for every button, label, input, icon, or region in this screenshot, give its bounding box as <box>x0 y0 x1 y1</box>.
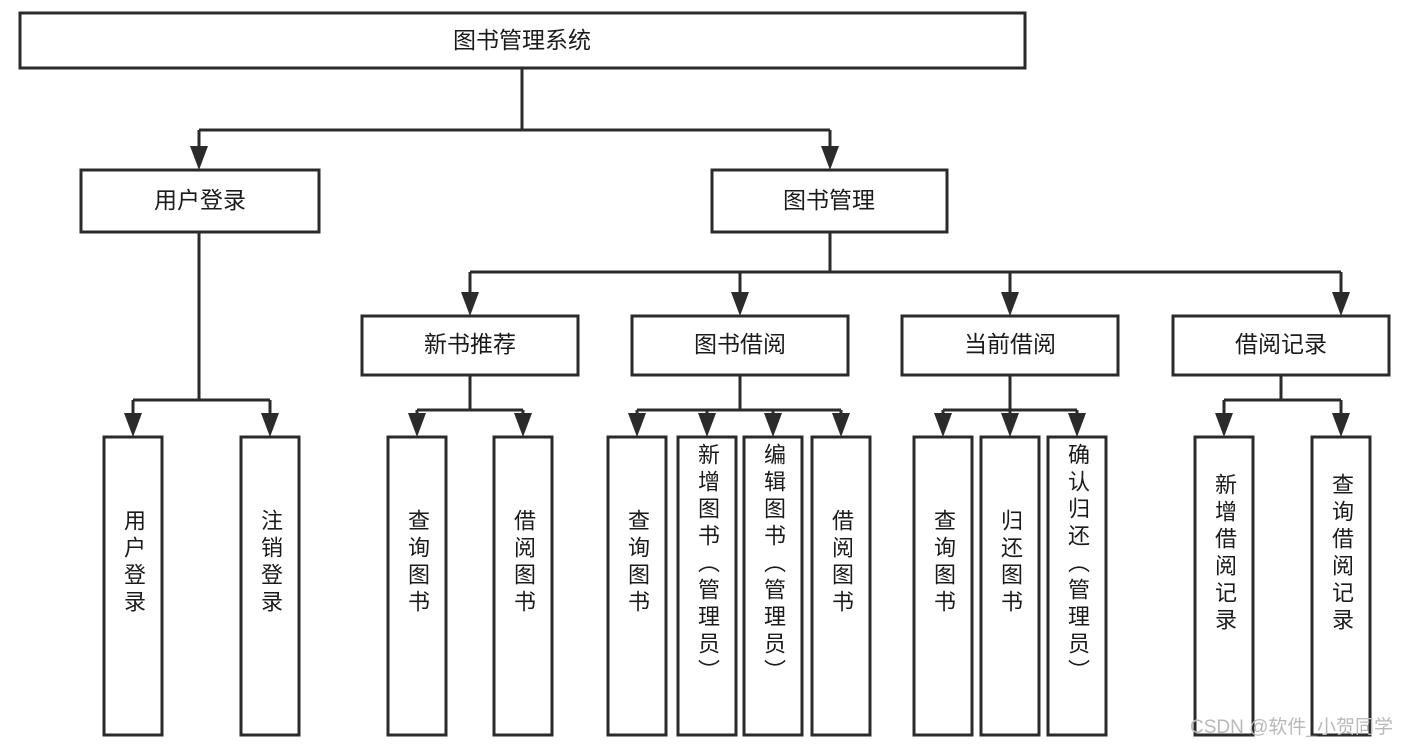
arrow-cb-child-2 <box>1001 413 1019 437</box>
node-root-label: 图书管理系统 <box>453 27 591 53</box>
node-borrow-records[interactable]: 借阅记录 <box>1171 314 1391 377</box>
arrow-br-child-1 <box>1215 413 1233 437</box>
node-new-book-recommend-box[interactable] <box>360 314 580 377</box>
arrow-ul-child-2 <box>261 413 279 437</box>
arrow-bm-child-1 <box>461 292 479 316</box>
arrow-bb-child-1 <box>628 413 646 437</box>
connector-group-borrow-records <box>1215 375 1350 437</box>
leaf-box-user-login-2[interactable] <box>239 435 301 737</box>
arrow-nb-child-1 <box>408 413 426 437</box>
node-current-borrow-label: 当前借阅 <box>964 331 1056 357</box>
node-book-borrow-label: 图书借阅 <box>694 331 786 357</box>
arrow-bm-child-2 <box>731 292 749 316</box>
leaf-box-book-borrow-2[interactable] <box>676 435 738 737</box>
node-new-book-recommend[interactable]: 新书推荐 <box>360 314 580 377</box>
leaf-group-book-borrow <box>606 435 872 737</box>
arrow-bb-child-3 <box>764 413 782 437</box>
node-book-mgmt-label: 图书管理 <box>783 187 875 213</box>
node-book-mgmt-box[interactable] <box>710 168 949 234</box>
leaf-box-user-login-1[interactable] <box>102 435 164 737</box>
leaf-box-new-book-1[interactable] <box>386 435 448 737</box>
leaf-group-user-login <box>102 435 301 737</box>
leaf-box-current-borrow-1[interactable] <box>912 435 974 737</box>
arrow-bb-child-2 <box>698 413 716 437</box>
node-borrow-records-label: 借阅记录 <box>1235 331 1327 357</box>
leaf-box-borrow-records-2[interactable] <box>1310 435 1372 737</box>
leaf-box-book-borrow-4[interactable] <box>810 435 872 737</box>
connector-group-current-borrow <box>934 375 1086 437</box>
node-root-box[interactable] <box>18 11 1027 70</box>
csdn-watermark: CSDN @软件_小贺同学 <box>1190 717 1393 738</box>
connector-group-book-mgmt <box>461 232 1350 316</box>
arrow-ul-child-1 <box>124 413 142 437</box>
node-user-login-box[interactable] <box>79 168 321 234</box>
node-user-login-label: 用户登录 <box>154 187 246 213</box>
leaf-box-book-borrow-1[interactable] <box>606 435 668 737</box>
leaf-box-book-borrow-3[interactable] <box>742 435 804 737</box>
connector-group-new-book <box>408 375 532 437</box>
leaf-box-current-borrow-3[interactable] <box>1046 435 1108 737</box>
connector-group-user-login <box>124 232 279 437</box>
arrow-bm-child-4 <box>1332 292 1350 316</box>
arrow-nb-child-2 <box>514 413 532 437</box>
leaf-group-current-borrow <box>912 435 1108 737</box>
connector-group-book-borrow <box>628 375 850 437</box>
leaf-box-borrow-records-1[interactable] <box>1193 435 1255 737</box>
arrow-to-book-mgmt <box>821 146 839 170</box>
arrow-cb-child-1 <box>934 413 952 437</box>
node-borrow-records-box[interactable] <box>1171 314 1391 377</box>
node-current-borrow-box[interactable] <box>900 314 1120 377</box>
leaf-box-current-borrow-2[interactable] <box>979 435 1041 737</box>
leaf-group-borrow-records <box>1193 435 1372 737</box>
node-current-borrow[interactable]: 当前借阅 <box>900 314 1120 377</box>
node-new-book-recommend-label: 新书推荐 <box>424 331 516 357</box>
arrow-cb-child-3 <box>1068 413 1086 437</box>
arrow-br-child-2 <box>1332 413 1350 437</box>
node-user-login[interactable]: 用户登录 <box>79 168 321 234</box>
node-book-mgmt[interactable]: 图书管理 <box>710 168 949 234</box>
connector-group-root <box>190 68 839 170</box>
node-root[interactable]: 图书管理系统 <box>18 11 1027 70</box>
node-book-borrow[interactable]: 图书借阅 <box>630 314 850 377</box>
leaf-box-new-book-2[interactable] <box>492 435 554 737</box>
node-book-borrow-box[interactable] <box>630 314 850 377</box>
arrow-bb-child-4 <box>832 413 850 437</box>
arrow-to-user-login <box>190 146 208 170</box>
arrow-bm-child-3 <box>1001 292 1019 316</box>
leaf-group-new-book <box>386 435 554 737</box>
